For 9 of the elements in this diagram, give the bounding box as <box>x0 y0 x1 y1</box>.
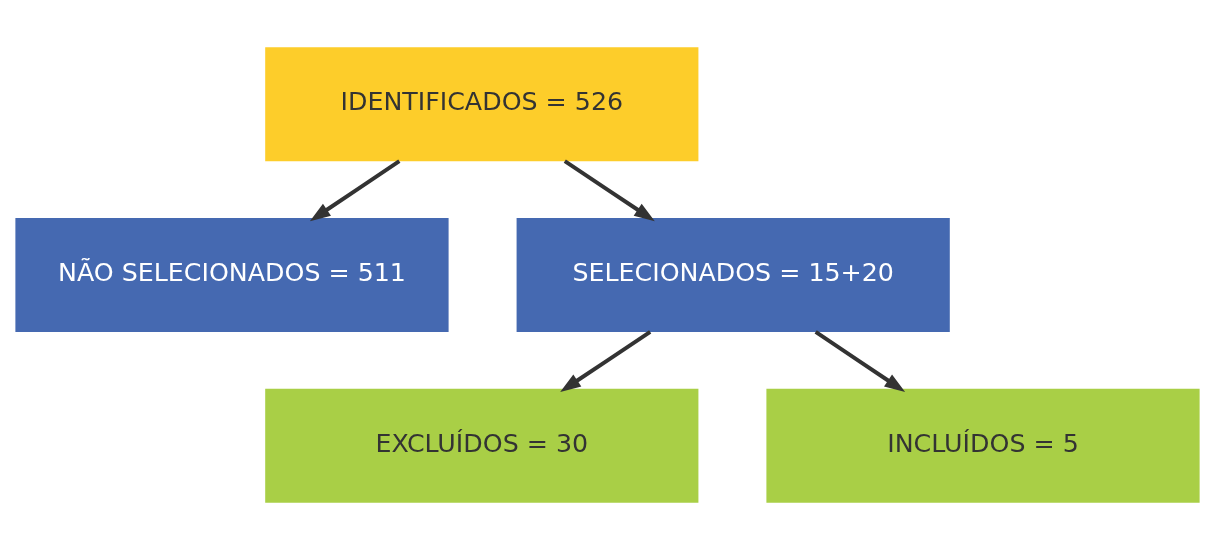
node-box: SELECIONADOS = 15+20 <box>516 217 950 332</box>
node-box: EXCLUÍDOS = 30 <box>265 388 699 503</box>
arrow <box>814 329 906 392</box>
arrow <box>563 159 655 221</box>
arrow <box>309 159 401 221</box>
node-box: NÃO SELECIONADOS = 511 <box>15 217 449 332</box>
node-box: INCLUÍDOS = 5 <box>766 388 1200 503</box>
node-box: IDENTIFICADOS = 526 <box>265 46 699 161</box>
arrow <box>560 329 652 392</box>
